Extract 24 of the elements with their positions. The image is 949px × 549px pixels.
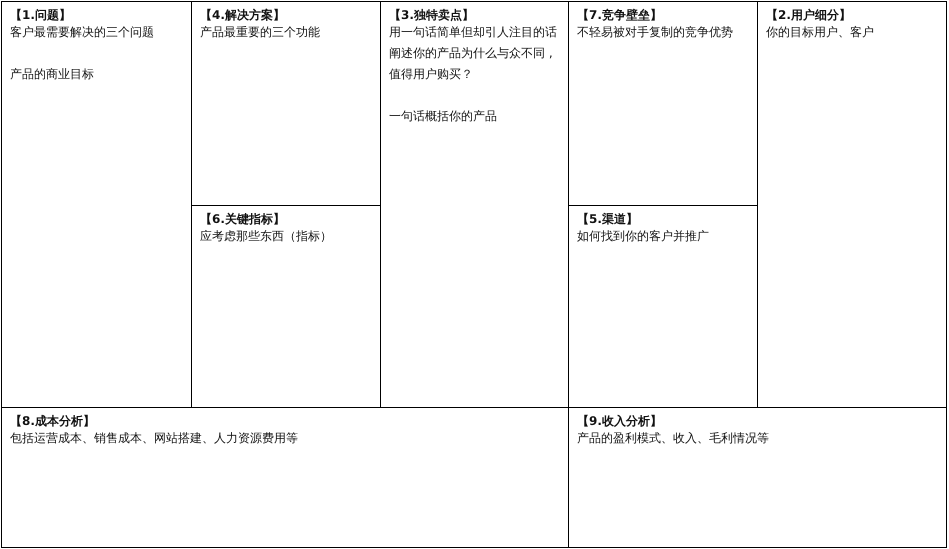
section-heading: 【7.竞争壁垒】 <box>577 7 662 24</box>
section-heading: 【2.用户细分】 <box>766 7 851 24</box>
canvas-section <box>568 407 947 548</box>
canvas-section <box>1 1 192 408</box>
section-heading: 【4.解决方案】 <box>200 7 285 24</box>
section-text: 如何找到你的客户并推广 <box>577 228 710 245</box>
section-text: 不轻易被对手复制的竞争优势 <box>577 24 734 41</box>
section-text: 用一句话简单但却引人注目的话阐述你的产品为什么与众不同 ,值得用户购买？ <box>389 24 558 83</box>
section-text: 产品的商业目标 <box>10 66 95 83</box>
section-text: 应考虑那些东西（指标） <box>200 228 333 245</box>
canvas-section <box>1 407 569 548</box>
section-text: 客户最需要解决的三个问题 <box>10 24 155 41</box>
canvas-section <box>757 1 947 408</box>
section-text: 你的目标用户、客户 <box>766 24 875 41</box>
section-heading: 【5.渠道】 <box>577 211 638 228</box>
section-heading: 【1.问题】 <box>10 7 71 24</box>
section-heading: 【8.成本分析】 <box>10 413 95 430</box>
section-text: 产品最重要的三个功能 <box>200 24 321 41</box>
section-heading: 【3.独特卖点】 <box>389 7 474 24</box>
section-heading: 【9.收入分析】 <box>577 413 662 430</box>
section-text: 产品的盈利模式、收入、毛利情况等 <box>577 430 770 447</box>
section-heading: 【6.关键指标】 <box>200 211 285 228</box>
section-text: 一句话概括你的产品 <box>389 108 498 125</box>
section-text: 包括运营成本、销售成本、网站搭建、人力资源费用等 <box>10 430 299 447</box>
